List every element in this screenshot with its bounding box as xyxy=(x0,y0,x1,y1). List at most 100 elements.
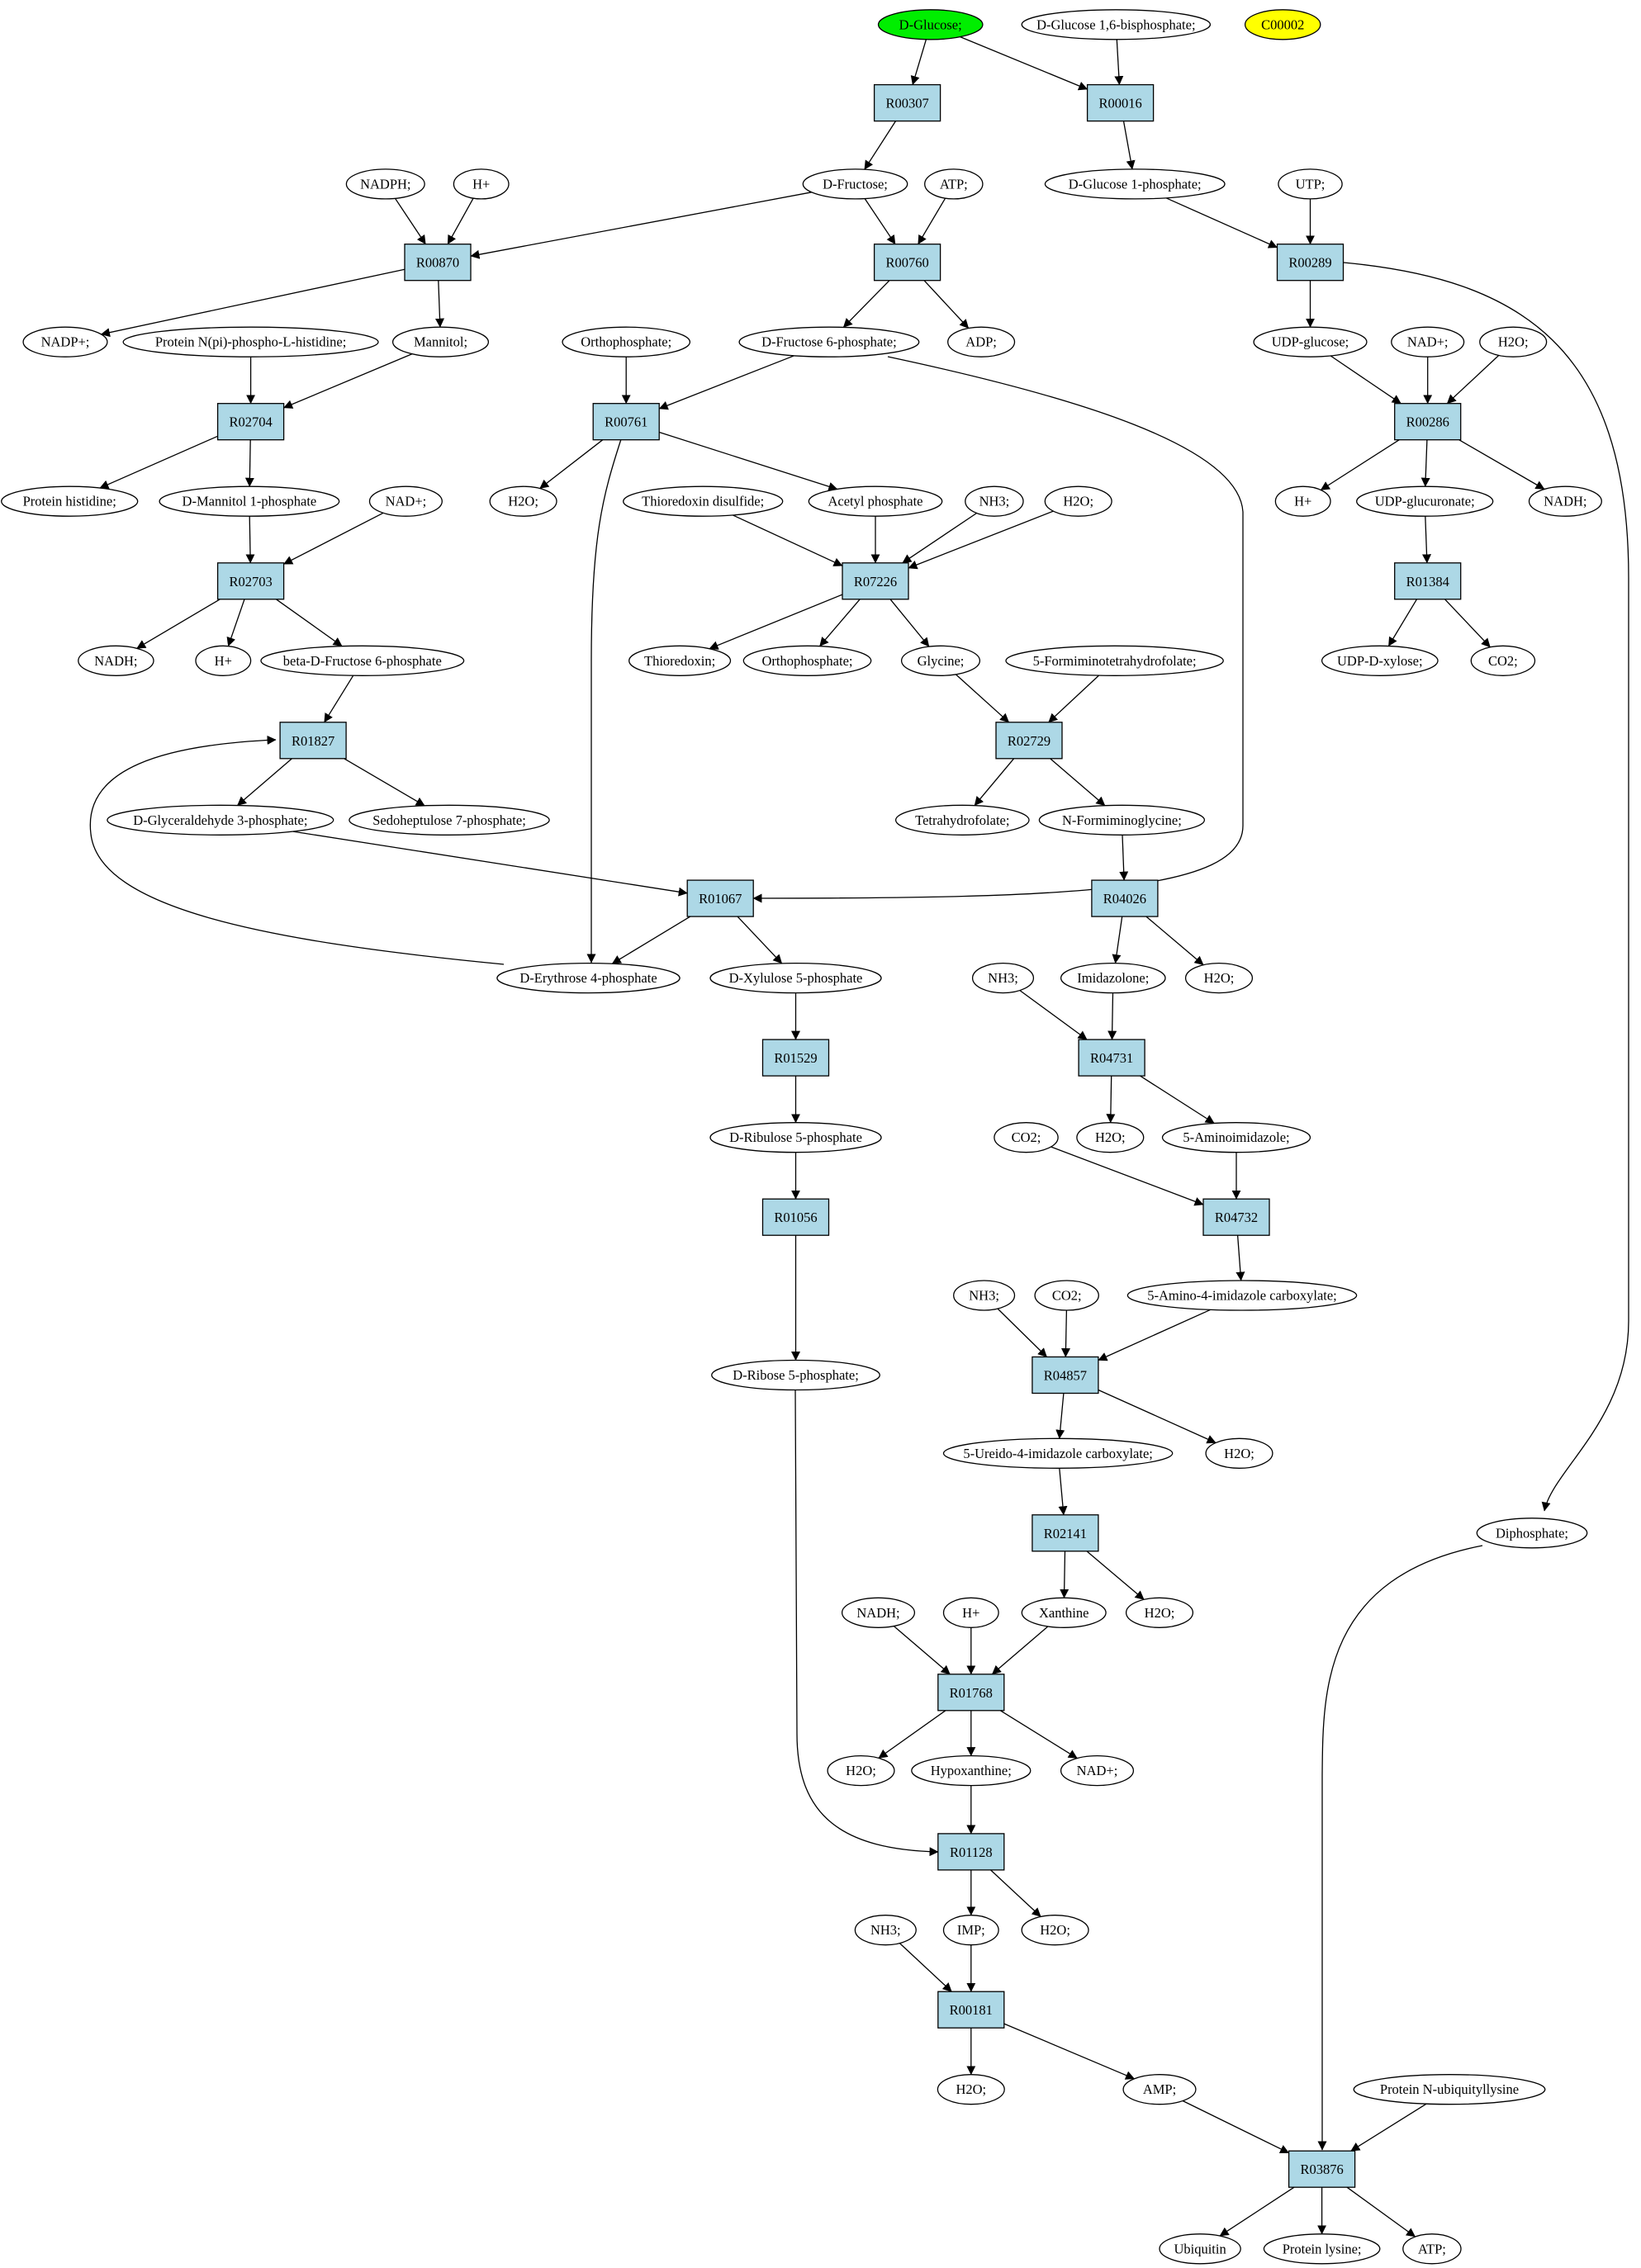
reaction-node-r00307[interactable]: R00307 xyxy=(873,83,941,122)
compound-node-ru5p[interactable]: D-Ribulose 5-phosphate xyxy=(709,1122,882,1153)
compound-node-co2-2[interactable]: CO2; xyxy=(994,1122,1059,1153)
reaction-node-r02141[interactable]: R02141 xyxy=(1032,1514,1099,1552)
compound-node-nadplus-1[interactable]: NAD+; xyxy=(1391,326,1465,357)
compound-node-mannitol[interactable]: Mannitol; xyxy=(391,326,490,357)
compound-node-protein-nphis[interactable]: Protein N(pi)-phospho-L-histidine; xyxy=(122,326,379,357)
compound-node-hypoxanthine[interactable]: Hypoxanthine; xyxy=(911,1754,1032,1787)
compound-node-h2o-6[interactable]: H2O; xyxy=(1205,1437,1273,1469)
compound-node-hplus-4[interactable]: H+ xyxy=(942,1597,999,1628)
compound-node-acetylp[interactable]: Acetyl phosphate xyxy=(808,485,943,517)
reaction-node-r02729[interactable]: R02729 xyxy=(995,722,1063,760)
compound-node-udpxylose[interactable]: UDP-D-xylose; xyxy=(1321,645,1439,676)
reaction-node-r01056[interactable]: R01056 xyxy=(761,1198,830,1236)
compound-node-protein-his[interactable]: Protein histidine; xyxy=(1,485,139,517)
compound-node-r5p[interactable]: D-Ribose 5-phosphate; xyxy=(711,1359,880,1391)
compound-node-c00002[interactable]: C00002 xyxy=(1244,9,1321,40)
reaction-node-r00870[interactable]: R00870 xyxy=(404,244,472,282)
reaction-node-r04857[interactable]: R04857 xyxy=(1032,1356,1099,1394)
compound-node-nadplus-3[interactable]: NAD+; xyxy=(1060,1754,1135,1787)
compound-node-x5p[interactable]: D-Xylulose 5-phosphate xyxy=(709,962,882,994)
compound-node-nadp[interactable]: NADP+; xyxy=(22,326,108,357)
compound-node-ubiquitin[interactable]: Ubiquitin xyxy=(1159,2233,1241,2265)
compound-node-thioredoxin[interactable]: Thioredoxin; xyxy=(628,645,732,676)
reaction-node-r02703[interactable]: R02703 xyxy=(216,562,285,600)
compound-node-diphosphate[interactable]: Diphosphate; xyxy=(1476,1518,1588,1549)
compound-node-hplus-1[interactable]: H+ xyxy=(453,168,510,200)
reaction-node-r00760[interactable]: R00760 xyxy=(873,244,941,282)
compound-node-thf[interactable]: Tetrahydrofolate; xyxy=(894,804,1030,836)
compound-node-nadh-3[interactable]: NADH; xyxy=(841,1597,916,1628)
compound-node-h2o-7[interactable]: H2O; xyxy=(1125,1597,1194,1628)
compound-node-h2o-5[interactable]: H2O; xyxy=(1076,1122,1145,1153)
reaction-node-r01384[interactable]: R01384 xyxy=(1394,562,1462,600)
compound-node-e4p[interactable]: D-Erythrose 4-phosphate xyxy=(496,962,681,994)
compound-node-h2o-4[interactable]: H2O; xyxy=(1184,962,1254,994)
reaction-node-r07226[interactable]: R07226 xyxy=(842,562,909,600)
compound-node-nadh-2[interactable]: NADH; xyxy=(78,645,154,676)
compound-node-adp[interactable]: ADP; xyxy=(947,326,1016,357)
compound-node-utp[interactable]: UTP; xyxy=(1278,168,1343,200)
compound-node-imp[interactable]: IMP; xyxy=(942,1915,999,1946)
compound-node-nh3-1[interactable]: NH3; xyxy=(965,485,1024,517)
compound-node-g3p[interactable]: D-Glyceraldehyde 3-phosphate; xyxy=(107,804,334,836)
compound-node-nh3-4[interactable]: NH3; xyxy=(854,1915,917,1946)
reaction-node-r01529[interactable]: R01529 xyxy=(761,1039,830,1077)
compound-node-fructose[interactable]: D-Fructose; xyxy=(802,168,908,200)
compound-node-glycine[interactable]: Glycine; xyxy=(900,645,981,676)
compound-node-ureido[interactable]: 5-Ureido-4-imidazole carboxylate; xyxy=(942,1437,1174,1469)
compound-node-nadh-1[interactable]: NADH; xyxy=(1528,485,1602,517)
compound-node-thioredoxin-ds[interactable]: Thioredoxin disulfide; xyxy=(623,485,784,517)
compound-node-atp-1[interactable]: ATP; xyxy=(924,168,984,200)
compound-node-co2-1[interactable]: CO2; xyxy=(1470,645,1536,676)
compound-node-mannitol1p[interactable]: D-Mannitol 1-phosphate xyxy=(159,485,340,517)
compound-node-h2o-9[interactable]: H2O; xyxy=(1021,1915,1089,1946)
compound-node-formimino-thf[interactable]: 5-Formiminotetrahydrofolate; xyxy=(1005,645,1224,676)
reaction-node-r00016[interactable]: R00016 xyxy=(1086,83,1155,122)
compound-node-aminoimidazole[interactable]: 5-Aminoimidazole; xyxy=(1161,1122,1311,1153)
compound-node-nadplus-2[interactable]: NAD+; xyxy=(368,485,443,517)
compound-node-orthophosphate-1[interactable]: Orthophosphate; xyxy=(562,326,691,357)
compound-node-h2o-1[interactable]: H2O; xyxy=(1479,326,1548,357)
compound-node-amp[interactable]: AMP; xyxy=(1122,2074,1197,2105)
compound-node-glucose[interactable]: D-Glucose; xyxy=(877,9,984,40)
compound-node-g16bp[interactable]: D-Glucose 1,6-bisphosphate; xyxy=(1021,9,1212,40)
compound-node-co2-3[interactable]: CO2; xyxy=(1034,1280,1099,1311)
compound-node-h2o-10[interactable]: H2O; xyxy=(937,2074,1005,2105)
reaction-node-r00181[interactable]: R00181 xyxy=(937,1991,1005,2029)
compound-node-nh3-2[interactable]: NH3; xyxy=(971,962,1035,994)
compound-node-g1p[interactable]: D-Glucose 1-phosphate; xyxy=(1044,168,1226,200)
reaction-node-r01768[interactable]: R01768 xyxy=(937,1674,1005,1712)
compound-node-protein-lys[interactable]: Protein lysine; xyxy=(1263,2233,1381,2265)
compound-node-orthophosphate-2[interactable]: Orthophosphate; xyxy=(742,645,872,676)
compound-node-h2o-8[interactable]: H2O; xyxy=(827,1754,895,1787)
reaction-node-r04026[interactable]: R04026 xyxy=(1091,879,1159,917)
compound-node-xanthine[interactable]: Xanthine xyxy=(1021,1597,1107,1628)
compound-node-nadph[interactable]: NADPH; xyxy=(345,168,425,200)
compound-node-hplus-3[interactable]: H+ xyxy=(195,645,252,676)
reaction-node-r04732[interactable]: R04732 xyxy=(1202,1198,1270,1236)
compound-node-bf6p[interactable]: beta-D-Fructose 6-phosphate xyxy=(260,645,465,676)
compound-node-nh3-3[interactable]: NH3; xyxy=(953,1280,1016,1311)
compound-node-aica[interactable]: 5-Amino-4-imidazole carboxylate; xyxy=(1126,1280,1358,1311)
reaction-node-r01827[interactable]: R01827 xyxy=(279,722,347,760)
compound-node-nformiminoglycine[interactable]: N-Formiminoglycine; xyxy=(1038,804,1206,836)
reaction-node-r01128[interactable]: R01128 xyxy=(937,1833,1005,1871)
reaction-node-r00289[interactable]: R00289 xyxy=(1276,244,1345,282)
reaction-node-r04731[interactable]: R04731 xyxy=(1078,1039,1145,1077)
compound-node-atp-2[interactable]: ATP; xyxy=(1402,2233,1462,2265)
compound-node-f6p[interactable]: D-Fructose 6-phosphate; xyxy=(738,326,920,357)
reaction-node-r02704[interactable]: R02704 xyxy=(216,403,285,441)
reaction-node-r01067[interactable]: R01067 xyxy=(686,879,754,917)
reaction-node-r03876[interactable]: R03876 xyxy=(1288,2150,1356,2188)
reaction-node-r00761[interactable]: R00761 xyxy=(592,403,660,441)
compound-node-udpglucose[interactable]: UDP-glucose; xyxy=(1253,326,1368,357)
compound-node-protein-ubiq[interactable]: Protein N-ubiquityllysine xyxy=(1353,2074,1546,2105)
compound-node-s7p[interactable]: Sedoheptulose 7-phosphate; xyxy=(349,804,550,836)
reaction-node-r00286[interactable]: R00286 xyxy=(1394,403,1462,441)
compound-node-imidazolone[interactable]: Imidazolone; xyxy=(1060,962,1166,994)
compound-node-h2o-3[interactable]: H2O; xyxy=(1044,485,1112,517)
compound-node-h2o-2[interactable]: H2O; xyxy=(489,485,557,517)
reaction-label: R04026 xyxy=(1103,891,1146,907)
compound-node-udpglucuronate[interactable]: UDP-glucuronate; xyxy=(1356,485,1494,517)
compound-node-hplus-2[interactable]: H+ xyxy=(1274,485,1331,517)
